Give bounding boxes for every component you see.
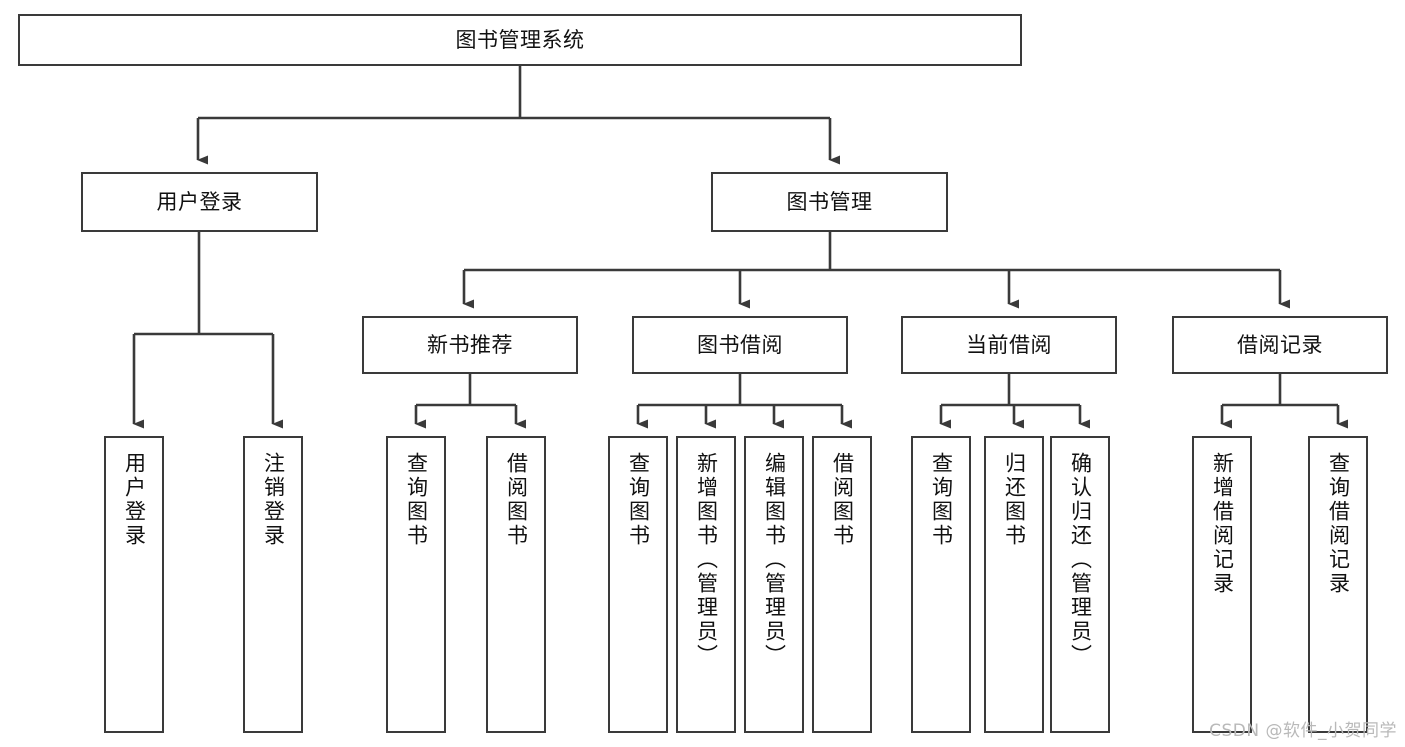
node-book-manage-label: 图书管理 <box>786 189 873 214</box>
node-leaf-user-logout-label: 注销登录 <box>261 452 286 548</box>
node-leaf-add-book[interactable]: 新增图书（管理员） <box>676 436 736 733</box>
node-leaf-query-record-label: 查询借阅记录 <box>1326 452 1351 596</box>
node-leaf-edit-book-label: 编辑图书（管理员） <box>762 452 787 668</box>
node-leaf-return-book[interactable]: 归还图书 <box>984 436 1044 733</box>
node-leaf-query-book-1-label: 查询图书 <box>404 452 429 548</box>
node-user-login-label: 用户登录 <box>156 189 243 214</box>
node-root[interactable]: 图书管理系统 <box>18 14 1022 66</box>
node-book-borrow-label: 图书借阅 <box>697 332 783 357</box>
node-leaf-user-login-label: 用户登录 <box>122 452 147 548</box>
node-leaf-query-book-2-label: 查询图书 <box>626 452 651 548</box>
node-new-book-rec[interactable]: 新书推荐 <box>362 316 578 374</box>
node-leaf-borrow-book-1[interactable]: 借阅图书 <box>486 436 546 733</box>
node-new-book-rec-label: 新书推荐 <box>427 332 513 357</box>
node-leaf-query-book-3-label: 查询图书 <box>929 452 954 548</box>
node-leaf-borrow-book-2[interactable]: 借阅图书 <box>812 436 872 733</box>
node-leaf-user-logout[interactable]: 注销登录 <box>243 436 303 733</box>
node-leaf-add-book-label: 新增图书（管理员） <box>694 452 719 668</box>
node-leaf-query-record[interactable]: 查询借阅记录 <box>1308 436 1368 733</box>
node-leaf-add-record[interactable]: 新增借阅记录 <box>1192 436 1252 733</box>
node-leaf-query-book-2[interactable]: 查询图书 <box>608 436 668 733</box>
node-leaf-user-login[interactable]: 用户登录 <box>104 436 164 733</box>
node-user-login[interactable]: 用户登录 <box>81 172 318 232</box>
node-leaf-add-record-label: 新增借阅记录 <box>1210 452 1235 596</box>
node-current-borrow[interactable]: 当前借阅 <box>901 316 1117 374</box>
node-leaf-query-book-1[interactable]: 查询图书 <box>386 436 446 733</box>
node-current-borrow-label: 当前借阅 <box>966 332 1052 357</box>
node-leaf-return-book-label: 归还图书 <box>1002 452 1027 548</box>
node-leaf-edit-book[interactable]: 编辑图书（管理员） <box>744 436 804 733</box>
node-root-label: 图书管理系统 <box>455 27 585 52</box>
node-borrow-record[interactable]: 借阅记录 <box>1172 316 1388 374</box>
node-leaf-borrow-book-2-label: 借阅图书 <box>830 452 855 548</box>
node-leaf-confirm-return[interactable]: 确认归还（管理员） <box>1050 436 1110 733</box>
node-leaf-query-book-3[interactable]: 查询图书 <box>911 436 971 733</box>
node-leaf-confirm-return-label: 确认归还（管理员） <box>1068 452 1093 668</box>
node-borrow-record-label: 借阅记录 <box>1237 332 1323 357</box>
node-book-borrow[interactable]: 图书借阅 <box>632 316 848 374</box>
csdn-watermark: CSDN @软件_小贺同学 <box>1209 721 1397 741</box>
node-leaf-borrow-book-1-label: 借阅图书 <box>504 452 529 548</box>
node-book-manage[interactable]: 图书管理 <box>711 172 948 232</box>
